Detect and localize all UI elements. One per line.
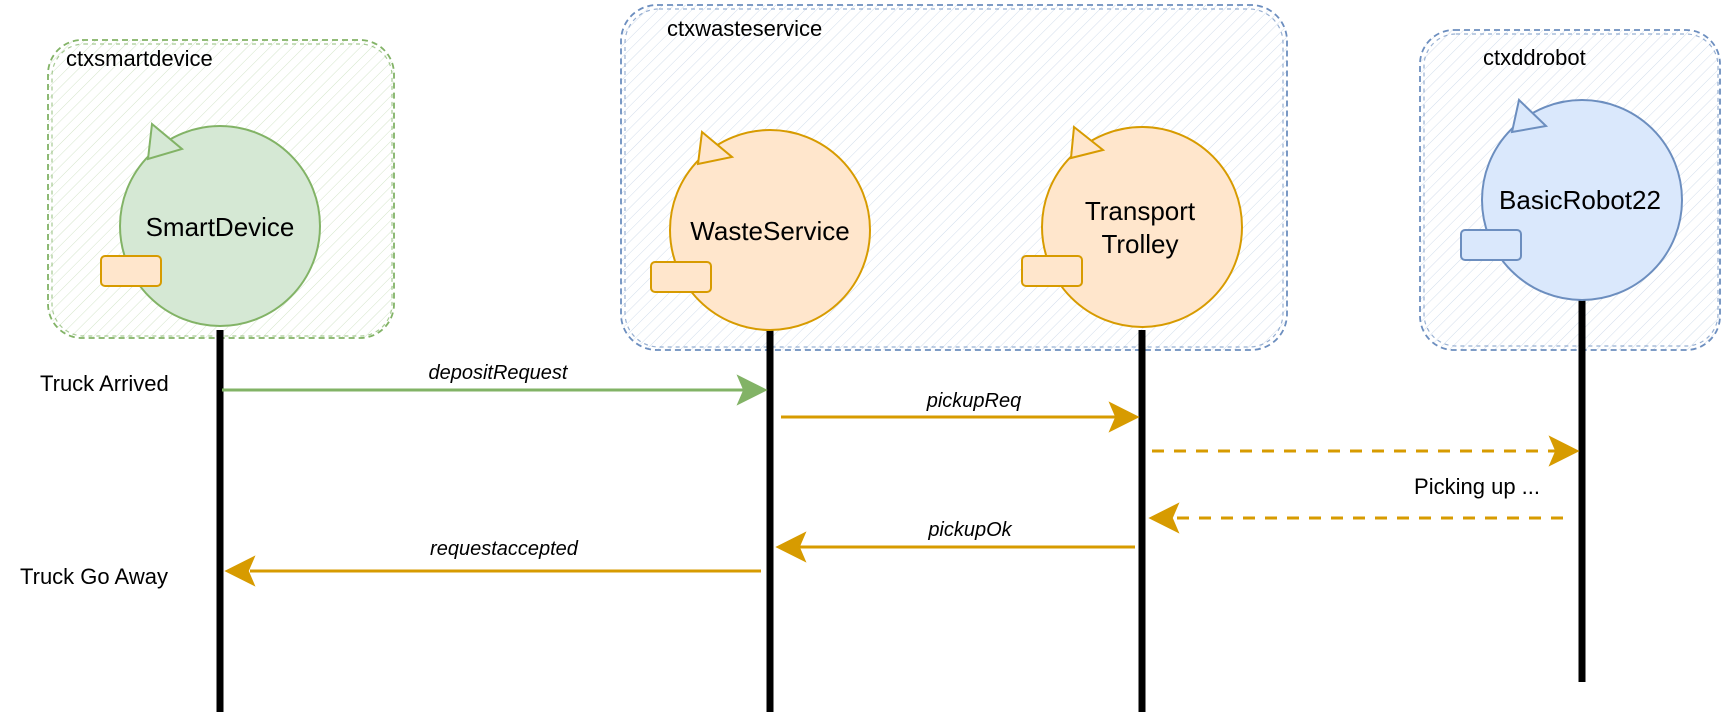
message-pickup-to-robot [1152,435,1580,467]
actor-basicrobot22: BasicRobot22 [1460,98,1683,301]
message-request-accepted: requestaccepted [224,538,761,587]
arrowhead-icon [1548,435,1580,467]
context-label-ddrobot: ctxddrobot [1483,45,1586,70]
actor-label-wasteservice: WasteService [690,216,849,246]
actor-pointer-icon [1510,98,1549,134]
actor-port-icon [100,255,162,287]
arrowhead-icon [775,531,807,563]
actor-port-icon [650,261,712,293]
context-label-wasteservice: ctxwasteservice [667,16,822,41]
context-label-smartdevice: ctxsmartdevice [66,46,213,71]
actor-port-icon [1021,255,1083,287]
message-deposit-request: depositRequest [222,362,768,406]
actor-transport-trolley: Transport Trolley [1021,125,1243,328]
actor-pointer-icon [146,122,185,161]
actor-wasteservice: WasteService [650,129,871,331]
message-label-pickup-req: pickupReq [926,390,1022,412]
actor-pointer-icon [1069,125,1106,160]
actor-port-icon [1460,229,1522,261]
actor-label-trolley-line1: Transport [1085,196,1196,226]
actor-label-trolley-line2: Trolley [1101,229,1178,259]
arrowhead-icon [1108,401,1140,433]
message-pickup-req: pickupReq [781,390,1140,433]
message-pickup-ok: pickupOk [775,519,1135,563]
message-label-request-accepted: requestaccepted [430,538,579,560]
message-label-deposit-request: depositRequest [429,362,569,384]
annotation-picking-up: Picking up ... [1414,474,1540,499]
actor-label-robot: BasicRobot22 [1499,185,1661,215]
annotation-truck-go-away: Truck Go Away [20,564,168,589]
actor-pointer-icon [696,130,735,166]
actor-label-smartdevice: SmartDevice [146,212,295,242]
annotation-truck-arrived: Truck Arrived [40,371,169,396]
message-robot-reply [1148,502,1563,534]
arrowhead-icon [1148,502,1180,534]
message-label-pickup-ok: pickupOk [927,519,1012,541]
arrowhead-icon [736,374,768,406]
arrowhead-icon [224,555,256,587]
actor-smartdevice: SmartDevice [100,122,321,327]
